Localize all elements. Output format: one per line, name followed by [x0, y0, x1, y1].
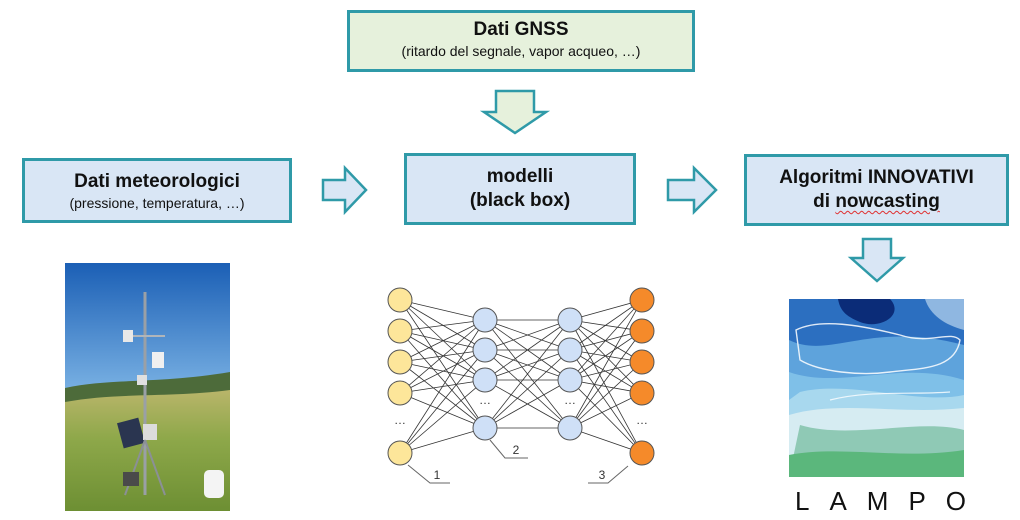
nn-layer-pointer	[588, 465, 629, 484]
meteo-data-box: Dati meteorologici (pressione, temperatu…	[22, 158, 292, 223]
arrow-right-models-icon	[666, 164, 718, 216]
nn-ellipsis: …	[394, 413, 406, 427]
models-box: modelli (black box)	[404, 153, 636, 225]
nn-edge	[399, 349, 486, 454]
nn-edge	[484, 379, 571, 429]
nn-node	[557, 307, 583, 333]
nn-layer-label: 1	[434, 468, 441, 482]
nn-node	[472, 337, 498, 363]
nn-ellipsis: …	[564, 393, 576, 407]
algorithms-line1: Algoritmi INNOVATIVI	[779, 167, 974, 188]
nn-node	[387, 440, 413, 466]
nn-node	[472, 367, 498, 393]
nn-node	[629, 380, 655, 406]
nn-node	[387, 318, 413, 344]
algorithms-line2: di nowcasting	[747, 190, 1006, 214]
nn-edge	[569, 319, 643, 363]
nn-edge	[569, 330, 643, 429]
lampo-logo-text: LAMPO	[795, 486, 987, 516]
nn-edge	[484, 349, 571, 429]
nn-node	[387, 349, 413, 375]
nn-node	[629, 287, 655, 313]
nn-edge	[399, 299, 486, 351]
nn-edge	[399, 330, 486, 351]
nn-edge	[484, 319, 571, 351]
arrow-down-algorithms-icon	[847, 237, 907, 283]
nn-node	[557, 415, 583, 441]
nn-node	[629, 318, 655, 344]
nn-layer-label: 2	[513, 443, 520, 457]
nn-edge	[399, 379, 486, 454]
gnss-title: Dati GNSS	[473, 19, 569, 40]
arrow-right-meteo-icon	[321, 164, 368, 216]
models-line1: modelli	[486, 166, 554, 187]
nn-edge	[399, 330, 486, 381]
nn-edge	[399, 392, 486, 429]
nn-node	[472, 307, 498, 333]
nn-ellipsis: …	[479, 393, 491, 407]
nn-edge	[399, 319, 486, 363]
nn-edge	[569, 361, 643, 429]
nn-edge	[484, 319, 571, 381]
nn-edge	[399, 319, 486, 332]
nn-edge	[399, 349, 486, 394]
nn-node	[557, 337, 583, 363]
gnss-data-box: Dati GNSS (ritardo del segnale, vapor ac…	[347, 10, 695, 72]
nn-edge	[399, 319, 486, 394]
algorithms-box: Algoritmi INNOVATIVI di nowcasting	[744, 154, 1009, 226]
nn-edge	[569, 349, 643, 394]
nowcasting-map	[789, 299, 964, 477]
nn-edge	[569, 299, 643, 351]
nn-edge	[569, 299, 643, 429]
nn-edge	[399, 361, 486, 429]
nn-node	[629, 349, 655, 375]
gnss-subtitle: (ritardo del segnale, vapor acqueo, …)	[401, 43, 641, 59]
nowcasting-word: nowcasting	[835, 191, 940, 212]
arrow-down-gnss-icon	[479, 89, 551, 135]
nn-edge	[399, 427, 486, 454]
models-line2: (black box)	[469, 190, 571, 211]
nn-node	[629, 440, 655, 466]
nn-edge	[399, 299, 486, 321]
nn-edge	[484, 349, 571, 381]
nn-ellipsis: …	[636, 413, 648, 427]
nn-node	[557, 367, 583, 393]
nn-edge	[484, 319, 571, 429]
algorithms-line2-prefix: di	[813, 191, 836, 212]
nn-node	[387, 380, 413, 406]
nn-edge	[569, 392, 643, 429]
nn-edge	[569, 379, 643, 454]
weather-station-photo	[65, 263, 230, 511]
nn-edge	[399, 361, 486, 381]
nn-layer-pointer	[407, 464, 450, 484]
nn-edge	[399, 319, 486, 454]
nn-edge	[569, 299, 643, 381]
neural-network: … … … … 1 2 3	[387, 287, 655, 484]
nn-edge	[569, 319, 643, 394]
nn-edge	[399, 330, 486, 429]
nn-layer-pointer	[489, 439, 528, 459]
nn-edge	[569, 427, 643, 454]
nn-edge	[569, 330, 643, 381]
meteo-subtitle: (pressione, temperatura, …)	[69, 195, 245, 211]
nn-node	[472, 415, 498, 441]
nn-edge	[399, 299, 486, 429]
nn-node	[387, 287, 413, 313]
nn-layer-label: 3	[599, 468, 606, 482]
meteo-title: Dati meteorologici	[74, 171, 240, 192]
